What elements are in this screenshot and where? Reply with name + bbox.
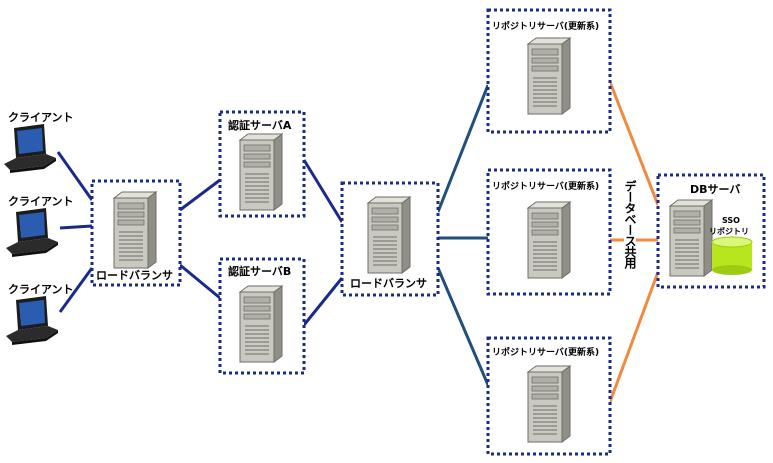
repo-server-2-icon <box>527 201 571 279</box>
auth-server-b-label: 認証サーバB <box>228 265 292 278</box>
shared-database-label: データベース共用 <box>623 180 637 268</box>
db-server-icon <box>669 199 713 277</box>
load-balancer-1-label: ロードバランサ <box>96 269 173 282</box>
load-balancer-2-label: ロードバランサ <box>350 277 427 290</box>
link-client1-lb <box>56 151 94 201</box>
link-repo1-db <box>608 81 660 206</box>
link-authB-lb2 <box>302 277 344 326</box>
sso-repository-db-icon <box>711 236 753 275</box>
laptop-3-icon <box>6 296 58 345</box>
link-lb1-authA <box>179 178 221 212</box>
load-balancer-2-server-icon <box>367 196 411 274</box>
repo-server-3-label: リポジトリサーバ(更新系) <box>492 348 600 358</box>
link-lb1-authB <box>179 263 221 300</box>
db-server-label: DBサーバ <box>690 183 741 196</box>
links-lb-to-repos <box>436 84 490 386</box>
link-client3-lb <box>58 267 94 313</box>
link-repo3-db <box>608 271 660 403</box>
auth-server-a-label: 認証サーバA <box>228 119 292 132</box>
repo-server-3-icon <box>527 365 571 443</box>
repo-server-2-label: リポジトリサーバ(更新系) <box>492 182 600 192</box>
link-authA-lb2 <box>302 159 344 223</box>
links-clients-to-lb <box>56 151 94 313</box>
repository-label: リポジトリ <box>709 227 749 236</box>
link-lb2-repo3 <box>436 267 490 386</box>
load-balancer-1-server-icon <box>113 191 157 269</box>
link-client2-lb <box>59 224 93 230</box>
repo-server-1-icon <box>527 37 571 115</box>
repo-server-1-label: リポジトリサーバ(更新系) <box>492 22 600 32</box>
auth-server-a-icon <box>239 133 283 211</box>
auth-server-b-icon <box>239 285 283 363</box>
client-1-label: クライアント <box>8 111 74 124</box>
links-lb-to-auth <box>179 159 344 326</box>
sso-label: SSO <box>722 216 740 225</box>
client-2-label: クライアント <box>8 195 74 208</box>
laptop-1-icon <box>4 124 56 173</box>
client-3-label: クライアント <box>8 283 74 296</box>
link-lb2-repo1 <box>436 84 490 213</box>
laptop-2-icon <box>6 208 58 257</box>
